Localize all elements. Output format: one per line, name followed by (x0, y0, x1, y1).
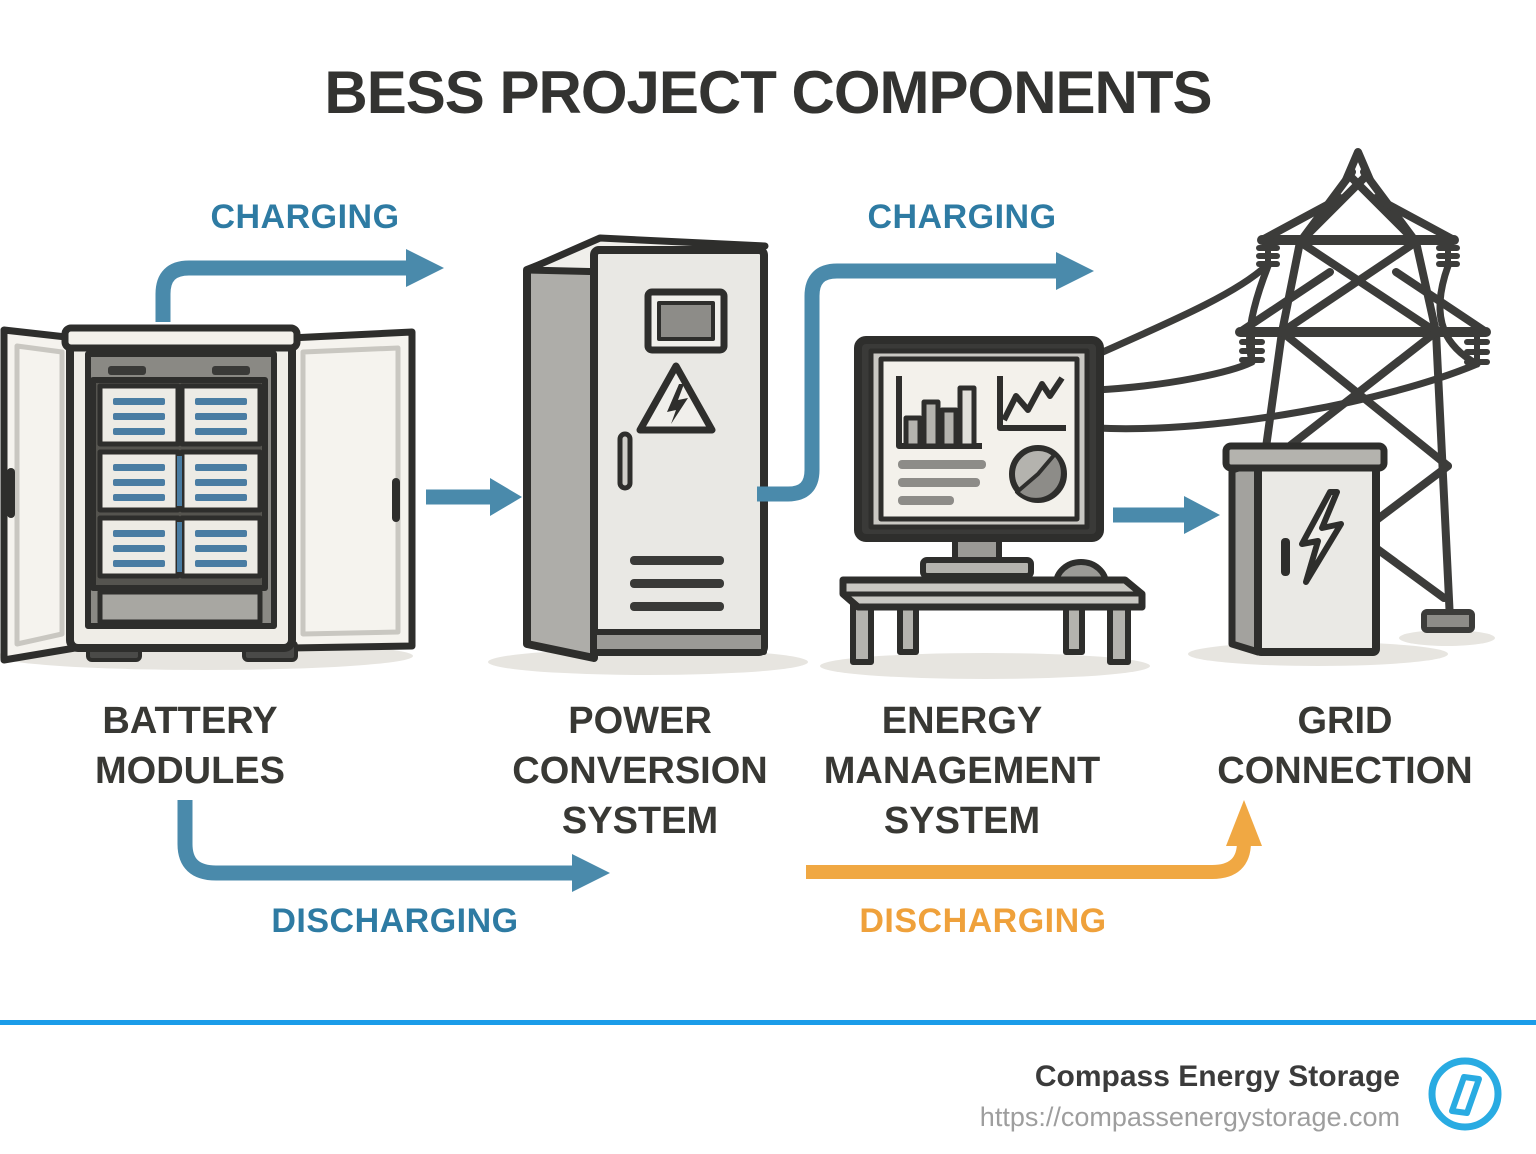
discharging-left-label: DISCHARGING (271, 902, 519, 940)
ems-label-line2: MANAGEMENT (823, 750, 1101, 792)
ems-label: ENERGY MANAGEMENT SYSTEM (782, 696, 1142, 846)
battery-to-pcs-arrow (426, 478, 522, 516)
ems-label-line1: ENERGY (881, 700, 1043, 742)
screen-text-lines (898, 460, 986, 505)
ems-to-grid-arrow (1113, 496, 1220, 534)
battery-modules-label-line1: BATTERY (102, 700, 278, 742)
ems-workstation-icon (839, 336, 1146, 665)
charging-arrow-right (757, 252, 1094, 502)
charging-left-label: CHARGING (210, 198, 400, 236)
footer-url[interactable]: https://compassenergystorage.com (979, 1102, 1400, 1132)
lightning-bolt-icon (1299, 489, 1344, 585)
page-title: BESS PROJECT COMPONENTS (324, 59, 1212, 126)
discharging-arrow-right (806, 800, 1262, 879)
pcs-label-line3: SYSTEM (561, 800, 719, 842)
discharging-right-label: DISCHARGING (859, 902, 1107, 940)
ems-label-line3: SYSTEM (883, 800, 1041, 842)
charging-right-label: CHARGING (867, 198, 1057, 236)
pcs-label-line2: CONVERSION (512, 750, 768, 792)
discharging-arrow-left (177, 800, 610, 892)
battery-module-stripes (113, 398, 247, 572)
pcs-label-line1: POWER (568, 700, 712, 742)
grid-connection-box-icon (1222, 442, 1388, 656)
bar-chart-icon (896, 376, 982, 449)
pcs-cabinet-icon (523, 234, 769, 662)
compass-logo-icon (1428, 1057, 1502, 1131)
line-chart-icon (997, 376, 1066, 431)
footer: Compass Energy Storage https://compassen… (980, 1060, 1400, 1133)
grid-connection-label-line1: GRID (1297, 700, 1393, 742)
pcs-label: POWER CONVERSION SYSTEM (460, 696, 820, 846)
footer-separator (0, 1020, 1536, 1025)
footer-brand: Compass Energy Storage (1034, 1060, 1400, 1093)
battery-cabinet-icon (0, 324, 416, 664)
charging-arrow-left (155, 249, 444, 322)
battery-modules-label-line2: MODULES (95, 750, 285, 792)
grid-connection-label: GRID CONNECTION (1165, 696, 1525, 796)
power-lines (1092, 262, 1481, 433)
battery-modules-label: BATTERY MODULES (10, 696, 370, 796)
grid-connection-label-line2: CONNECTION (1217, 750, 1473, 792)
pie-chart-icon (1009, 445, 1067, 503)
